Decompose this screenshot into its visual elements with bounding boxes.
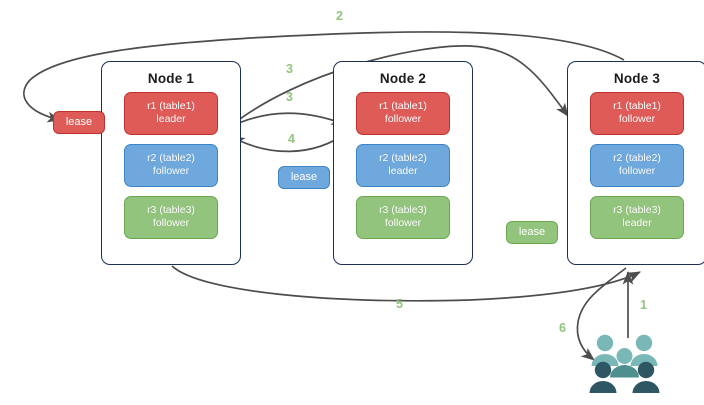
- step-label-3b: 3: [286, 90, 293, 104]
- step-label-5: 5: [396, 297, 403, 311]
- range-name: r3 (table3): [147, 204, 195, 216]
- range-name: r1 (table1): [379, 100, 427, 112]
- node-title: Node 3: [613, 71, 661, 86]
- node-box-2[interactable]: Node 2 r1 (table1) follower r2 (table2) …: [333, 61, 473, 265]
- range-name: r2 (table2): [379, 152, 427, 164]
- range-role: follower: [384, 113, 422, 125]
- range-name: r3 (table3): [379, 204, 427, 216]
- range-r1-node3[interactable]: r1 (table1) follower: [590, 92, 684, 135]
- range-role: follower: [618, 113, 656, 125]
- range-r3-node2[interactable]: r3 (table3) follower: [356, 196, 450, 239]
- range-r2-node1[interactable]: r2 (table2) follower: [124, 144, 218, 187]
- range-role: leader: [388, 165, 418, 177]
- range-name: r1 (table1): [147, 100, 195, 112]
- range-r3-node1[interactable]: r3 (table3) follower: [124, 196, 218, 239]
- range-name: r2 (table2): [613, 152, 661, 164]
- range-r1-node2[interactable]: r1 (table1) follower: [356, 92, 450, 135]
- range-role: follower: [384, 217, 422, 229]
- node-box-1[interactable]: Node 1 r1 (table1) leader r2 (table2) fo…: [101, 61, 241, 265]
- range-r3-node3[interactable]: r3 (table3) leader: [590, 196, 684, 239]
- lease-badge-r2[interactable]: lease: [278, 166, 330, 189]
- step-label-6: 6: [559, 321, 566, 335]
- users-icon: [588, 330, 662, 396]
- step-label-1: 1: [640, 298, 647, 312]
- lease-badge-r1[interactable]: lease: [53, 111, 105, 134]
- range-name: r2 (table2): [147, 152, 195, 164]
- arrow-step-3-lens: [227, 112, 345, 129]
- range-role: leader: [622, 217, 652, 229]
- range-r2-node2[interactable]: r2 (table2) leader: [356, 144, 450, 187]
- range-name: r3 (table3): [613, 204, 661, 216]
- range-r1-node1[interactable]: r1 (table1) leader: [124, 92, 218, 135]
- range-r2-node3[interactable]: r2 (table2) follower: [590, 144, 684, 187]
- range-name: r1 (table1): [613, 100, 661, 112]
- range-role: follower: [152, 165, 190, 177]
- range-role: follower: [152, 217, 190, 229]
- node-box-3[interactable]: Node 3 r1 (table1) follower r2 (table2) …: [567, 61, 704, 265]
- node-title: Node 2: [379, 71, 427, 86]
- arrow-step-5: [171, 265, 641, 302]
- step-label-4: 4: [288, 132, 295, 146]
- lease-badge-r3[interactable]: lease: [506, 221, 558, 244]
- range-role: follower: [618, 165, 656, 177]
- step-label-2: 2: [336, 9, 343, 23]
- step-label-3a: 3: [286, 62, 293, 76]
- range-role: leader: [156, 113, 186, 125]
- node-title: Node 1: [147, 71, 195, 86]
